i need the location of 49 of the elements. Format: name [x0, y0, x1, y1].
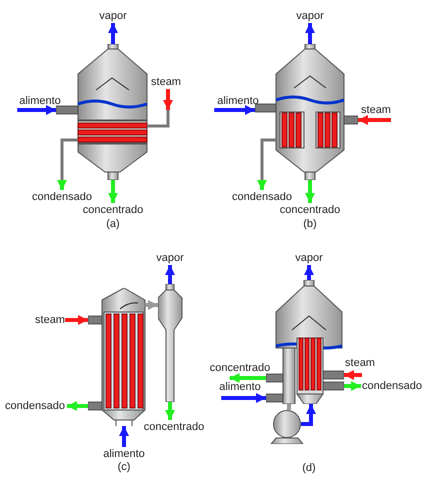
panel-caption: (c)	[118, 461, 130, 473]
evaporator-drawing	[88, 288, 146, 426]
stream-label: alimento	[19, 95, 61, 107]
stream-label: condensado	[32, 191, 92, 203]
stream-label: concentrado	[144, 421, 204, 433]
stream-label: concentrado	[280, 204, 340, 216]
stream-label: vapor	[295, 252, 323, 264]
arrow	[145, 300, 158, 310]
stream-label: vapor	[99, 10, 127, 22]
arrow	[344, 381, 362, 391]
arrow	[165, 402, 175, 420]
panel-caption: (d)	[302, 462, 316, 474]
panel-caption: (b)	[303, 218, 317, 230]
arrow	[57, 180, 67, 190]
arrow	[163, 89, 173, 110]
arrow	[305, 180, 315, 203]
stream-label: steam	[361, 104, 391, 116]
arrow	[66, 401, 88, 411]
separator-drawing	[158, 284, 183, 402]
arrow	[165, 265, 175, 284]
arrow	[108, 180, 118, 203]
stream-label: condensado	[362, 380, 422, 392]
stream-label: vapor	[156, 252, 184, 264]
stream-label: concentrado	[210, 362, 270, 374]
stream-label: concentrado	[82, 204, 144, 216]
arrow	[17, 105, 56, 115]
arrow	[64, 315, 88, 325]
stream-label: steam	[151, 76, 181, 88]
arrow	[358, 115, 391, 125]
arrow	[221, 393, 266, 403]
arrow	[230, 373, 266, 383]
stream-label: steam	[345, 357, 375, 369]
stream-label: condensado	[232, 191, 292, 203]
arrow	[119, 426, 129, 447]
arrow	[305, 23, 315, 44]
panel-caption: (a)	[106, 218, 120, 230]
arrow	[344, 370, 362, 380]
pump-drawing	[270, 410, 304, 444]
arrow	[108, 23, 118, 44]
stream-label: condensado	[5, 400, 65, 412]
arrow	[214, 105, 255, 115]
arrow	[304, 265, 314, 280]
arrow	[257, 180, 267, 190]
stream-label: alimento	[219, 381, 261, 393]
arrow	[301, 404, 316, 426]
stream-label: alimento	[103, 448, 145, 460]
stream-label: alimento	[217, 95, 259, 107]
stream-label: vapor	[296, 10, 324, 22]
stream-label: steam	[35, 314, 65, 326]
